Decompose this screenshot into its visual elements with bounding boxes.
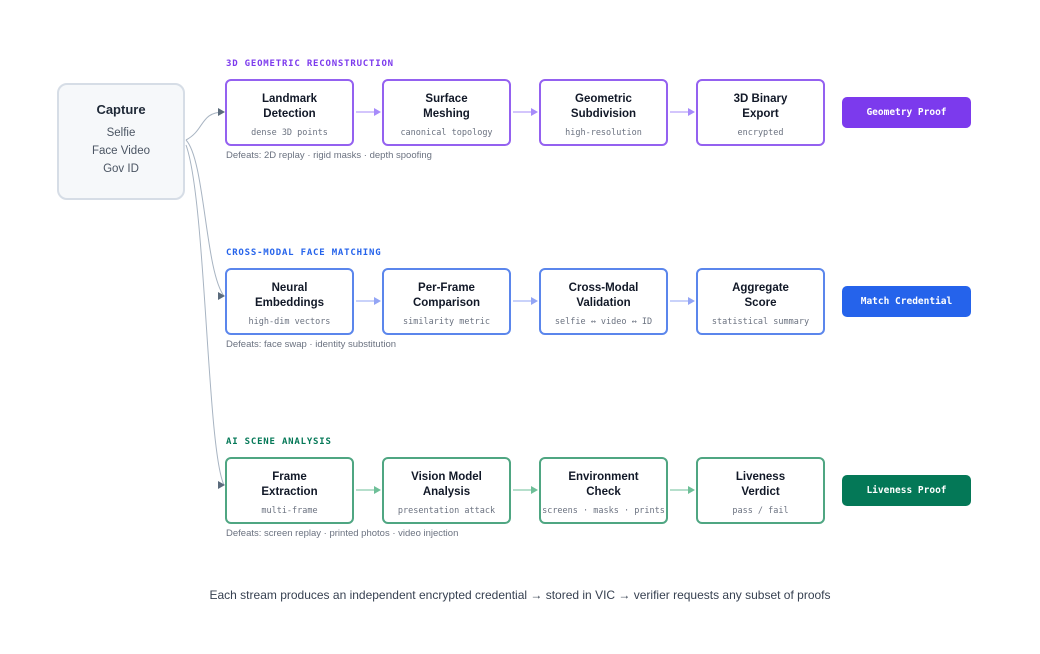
capture-box: Capture Selfie Face Video Gov ID	[57, 83, 185, 200]
step-arrowhead	[688, 297, 695, 305]
arrowhead-scene	[218, 481, 225, 489]
step-arrowhead	[531, 486, 538, 494]
step-sub: selfie ↔ video ↔ ID	[554, 317, 653, 327]
step-arrowhead	[688, 108, 695, 116]
stream-title-geometry: 3D GEOMETRIC RECONSTRUCTION	[226, 59, 394, 69]
step-sub: dense 3D points	[251, 128, 328, 138]
arrowhead-geometry	[218, 108, 225, 116]
defeats-geometry: Defeats: 2D replay · rigid masks · depth…	[226, 150, 432, 161]
step-sub: pass / fail	[732, 506, 789, 516]
step-arrowhead	[688, 486, 695, 494]
capture-title: Capture	[96, 102, 146, 117]
stream-title-matching: CROSS-MODAL FACE MATCHING	[226, 248, 382, 258]
defeats-scene: Defeats: screen replay · printed photos …	[226, 528, 459, 539]
liveness-proof-badge: Liveness Proof	[842, 475, 971, 506]
capture-item-selfie: Selfie	[106, 127, 136, 139]
defeats-matching: Defeats: face swap · identity substituti…	[226, 339, 397, 350]
step-arrowhead	[531, 297, 538, 305]
capture-item-gov-id: Gov ID	[103, 163, 139, 175]
stream-title-scene: AI SCENE ANALYSIS	[226, 437, 332, 447]
match-credential-badge: Match Credential	[842, 286, 971, 317]
geometry-proof-badge: Geometry Proof	[842, 97, 971, 128]
step-sub: high-dim vectors	[248, 317, 331, 327]
arrowhead-matching	[218, 292, 225, 300]
step-sub: encrypted	[737, 128, 784, 138]
step-sub: similarity metric	[403, 317, 490, 327]
footer-caption: Each stream produces an independent encr…	[209, 588, 831, 602]
step-arrowhead	[374, 297, 381, 305]
step-sub: high-resolution	[565, 128, 642, 138]
step-arrowhead	[531, 108, 538, 116]
connector-to-matching	[185, 139, 225, 297]
step-sub: multi-frame	[261, 506, 318, 516]
connector-to-scene	[185, 144, 225, 486]
connector-to-geometry	[185, 111, 225, 141]
step-sub: screens · masks · prints	[542, 506, 665, 516]
step-sub: statistical summary	[711, 317, 810, 327]
step-arrowhead	[374, 108, 381, 116]
step-arrowhead	[374, 486, 381, 494]
step-sub: presentation attack	[397, 506, 496, 516]
step-sub: canonical topology	[400, 128, 493, 138]
capture-item-face-video: Face Video	[92, 145, 150, 157]
